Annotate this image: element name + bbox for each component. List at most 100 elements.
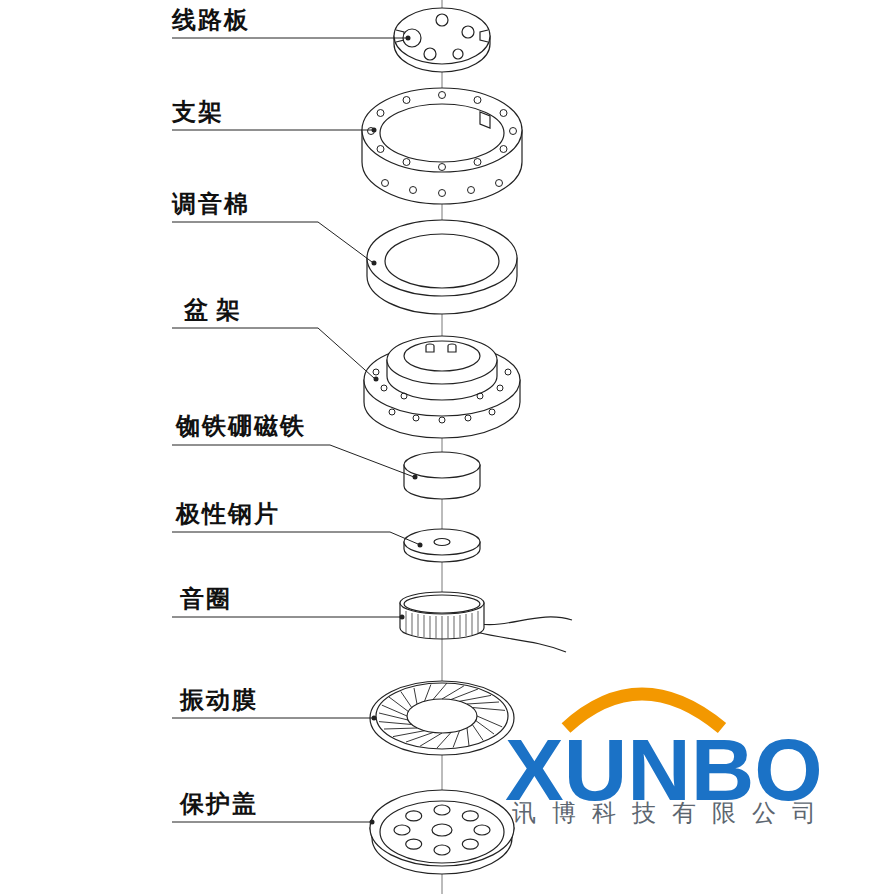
basket-frame <box>448 344 456 352</box>
leader-line <box>172 718 374 719</box>
leader-line <box>172 130 372 131</box>
voice-coil <box>404 595 480 613</box>
protective-cover <box>406 839 422 849</box>
basket-frame <box>404 341 480 371</box>
basket-frame <box>389 409 395 415</box>
basket-frame <box>426 344 434 352</box>
part-label: 支架 <box>172 98 224 127</box>
leader-dot <box>372 128 377 133</box>
protective-cover <box>434 805 450 815</box>
leader-line <box>172 532 418 544</box>
basket-frame <box>413 415 419 421</box>
holder-ring <box>474 97 481 104</box>
basket-frame <box>401 393 407 399</box>
holder-ring <box>510 128 517 135</box>
diaphragm <box>379 683 499 748</box>
holder-ring <box>439 190 446 197</box>
diaphragm <box>379 685 505 748</box>
diaphragm <box>376 683 508 749</box>
leader-line <box>172 617 402 618</box>
tuning-foam-ring <box>367 220 517 296</box>
protective-cover <box>462 839 478 849</box>
protective-cover <box>394 825 410 835</box>
basket-frame <box>465 415 471 421</box>
basket-frame <box>505 369 511 375</box>
part-label: 极性钢片 <box>176 500 280 529</box>
basket-frame <box>477 393 483 399</box>
voice-coil <box>480 617 572 625</box>
holder-ring <box>362 88 522 172</box>
logo-arc <box>566 694 722 728</box>
leader-dot <box>372 716 377 721</box>
protective-cover <box>474 825 490 835</box>
protective-cover <box>432 824 452 836</box>
circuit-board <box>453 49 463 59</box>
pole-plate <box>434 539 450 546</box>
circuit-board <box>394 8 490 72</box>
part-label: 铷铁硼磁铁 <box>176 412 306 441</box>
holder-ring <box>403 97 410 104</box>
holder-ring <box>500 110 507 117</box>
diaphragm <box>370 681 514 755</box>
circuit-board <box>403 29 421 47</box>
voice-coil <box>400 592 484 614</box>
tuning-foam-ring <box>385 234 499 288</box>
part-label: 保护盖 <box>180 790 258 819</box>
holder-ring <box>480 112 490 128</box>
holder-ring <box>377 146 384 153</box>
holder-ring <box>368 92 517 197</box>
holder-ring <box>496 180 503 187</box>
diaphragm <box>379 683 505 748</box>
leader-line <box>172 822 372 823</box>
leader-line <box>172 38 408 39</box>
leader-dot <box>372 261 377 266</box>
holder-ring <box>403 159 410 166</box>
holder-ring <box>380 104 504 162</box>
basket-frame <box>497 385 503 391</box>
holder-ring <box>500 146 507 153</box>
leader-line <box>172 445 414 477</box>
holder-ring <box>377 110 384 117</box>
protective-cover <box>434 845 450 855</box>
voice-coil <box>400 592 572 652</box>
holder-ring <box>362 88 522 204</box>
voice-coil <box>406 611 478 639</box>
part-label: 振动膜 <box>180 686 258 715</box>
protective-cover <box>462 811 478 821</box>
leader-dot <box>413 475 418 480</box>
circuit-board <box>424 48 436 60</box>
logo-arc <box>566 694 722 728</box>
pole-plate <box>404 529 480 555</box>
leader-line <box>172 222 372 262</box>
circuit-board <box>394 8 490 64</box>
leader-dot <box>370 820 375 825</box>
voice-coil <box>476 632 566 652</box>
part-label: 盆架 <box>184 296 248 325</box>
protective-cover <box>406 811 422 821</box>
protective-cover <box>380 801 504 863</box>
voice-coil <box>406 611 478 639</box>
leader-dot <box>374 377 379 382</box>
leader-dot <box>400 615 405 620</box>
protective-cover <box>370 790 514 866</box>
part-label: 线路板 <box>172 6 250 35</box>
holder-ring <box>382 180 389 187</box>
basket-frame <box>439 417 445 423</box>
holder-ring <box>474 159 481 166</box>
leader-dot <box>370 36 423 825</box>
watermark-company: 讯博科技有限公司 <box>512 800 832 826</box>
leader-line <box>172 328 374 378</box>
ndfeb-magnet <box>404 452 480 478</box>
basket-frame <box>489 409 495 415</box>
basket-frame <box>373 369 379 375</box>
holder-ring <box>468 187 475 194</box>
part-label: 调音棉 <box>172 190 250 219</box>
tuning-foam-ring <box>367 220 517 314</box>
holder-ring <box>439 92 446 99</box>
circuit-board <box>480 30 488 42</box>
pole-plate <box>404 529 480 562</box>
leader-line <box>172 38 418 822</box>
part-label: 音圈 <box>180 585 232 614</box>
leader-dot <box>406 36 411 41</box>
